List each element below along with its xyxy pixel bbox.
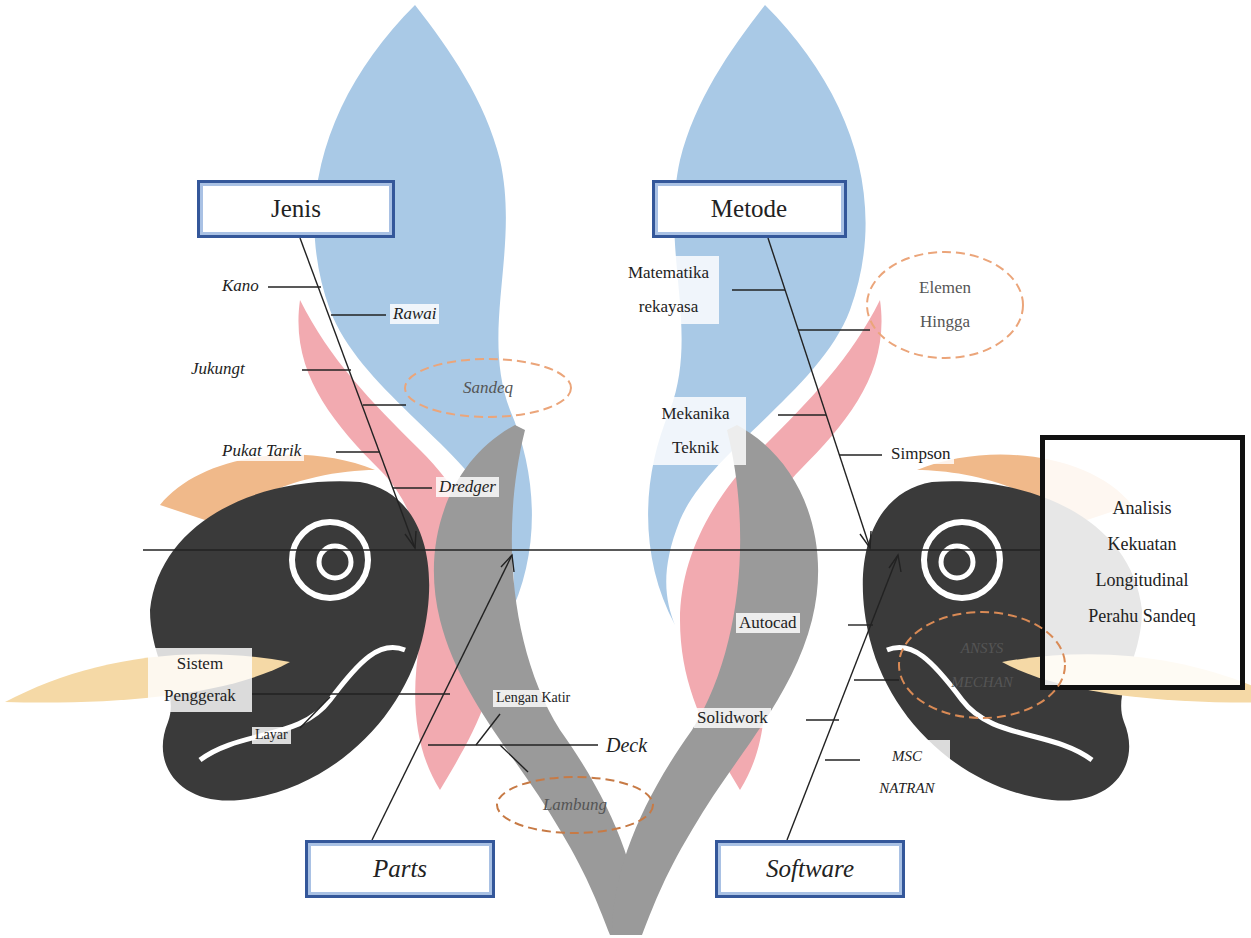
swirl (924, 522, 1000, 598)
rib (806, 719, 839, 720)
rib (732, 289, 785, 290)
effect-box: Analisis Kekuatan Longitudinal Perahu Sa… (1040, 435, 1245, 690)
dashed-ellipse: Elemen Hingga (865, 250, 1025, 360)
bone (372, 555, 512, 840)
arrow-head (405, 531, 416, 548)
branch-label: Kano (219, 276, 262, 296)
branch-label: Autocad (736, 613, 800, 633)
bone (768, 238, 870, 548)
node-text: Sandeq (463, 378, 513, 398)
rib (848, 624, 873, 625)
branch-label: Mekanika Teknik (645, 397, 746, 465)
node-text: Jenis (271, 195, 321, 223)
rib (854, 679, 899, 680)
branch-label: Matematika rekayasa (618, 256, 719, 324)
branch-label: Rawai (390, 304, 439, 324)
swirl (292, 522, 368, 598)
branch-label: Solidwork (694, 708, 771, 728)
branch-label: Lengan Katir (493, 690, 573, 707)
branch-label: Deck (603, 733, 650, 757)
rib (268, 286, 321, 287)
node-text: Lambung (543, 795, 607, 815)
ellipse-outline (899, 612, 1065, 718)
sub-rib (500, 745, 528, 772)
rib (428, 744, 598, 745)
rib (302, 369, 351, 370)
branch-label: MSC NATRAN (864, 740, 950, 804)
rib (363, 404, 406, 405)
rib (331, 314, 386, 315)
arrow-head (501, 555, 514, 572)
sub-rib (300, 697, 330, 728)
ellipse-outline (865, 250, 1025, 360)
branch-label: Dredger (436, 477, 499, 497)
ellipse-outline (497, 777, 653, 833)
node-text: ANSYS MECHAN (942, 631, 1022, 699)
rib (798, 329, 870, 330)
node-text: Elemen Hingga (905, 271, 985, 339)
rib (825, 759, 860, 760)
rib (336, 451, 380, 452)
hornbill-head (150, 481, 429, 800)
rib (393, 487, 432, 488)
branch-label: Jukungt (188, 359, 248, 379)
dashed-ellipse: Sandeq (403, 357, 573, 419)
branch-label: Pukat Tarik (219, 441, 304, 461)
category-box: Metode (652, 180, 847, 238)
node-text: Parts (373, 855, 427, 883)
dashed-ellipse: Lambung (495, 775, 655, 835)
sub-rib (476, 714, 500, 745)
branch-label: Layar (252, 727, 291, 744)
category-box: Software (715, 840, 905, 898)
ellipse-outline (405, 359, 571, 417)
swirl (941, 546, 973, 578)
node-text: Analisis Kekuatan Longitudinal Perahu Sa… (1085, 490, 1200, 634)
spine (143, 549, 1040, 550)
category-box: Parts (305, 840, 495, 898)
category-box: Jenis (197, 180, 395, 238)
ellipse-outline (897, 610, 1067, 720)
arrow-head (889, 555, 901, 572)
branch-label: Simpson (888, 444, 954, 464)
rib (252, 693, 450, 694)
rib (778, 414, 826, 415)
left-hornbill (5, 455, 429, 801)
dashed-ellipse: ANSYS MECHAN (897, 610, 1067, 720)
bone (300, 238, 415, 548)
ellipse-outline (867, 252, 1023, 358)
arrow-head (860, 531, 871, 548)
node-text: Metode (711, 195, 787, 223)
rib (839, 454, 882, 455)
node-text: Software (766, 855, 854, 883)
swirl (319, 546, 351, 578)
branch-label: Sistem Penggerak (148, 648, 252, 712)
